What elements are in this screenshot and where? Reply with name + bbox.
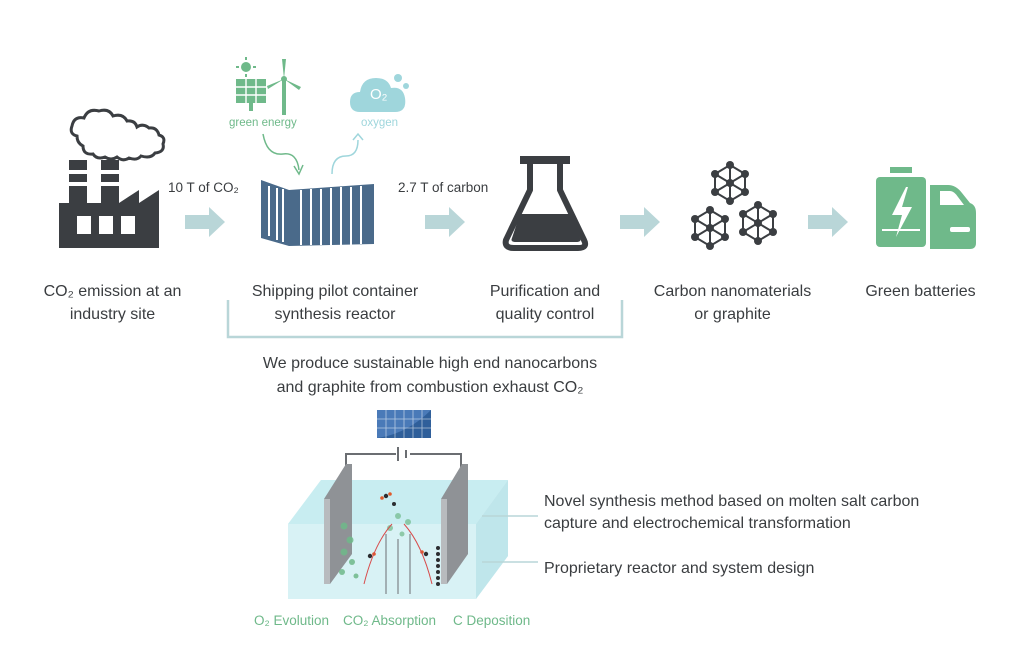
feature-reactor-design: Proprietary reactor and system design [544, 560, 815, 577]
energy-connector [262, 133, 304, 176]
wind-turbine-icon [267, 59, 301, 115]
electrochemical-cell [288, 447, 508, 599]
stage-label-emission: CO₂ emission at an industry site [43, 283, 182, 323]
oxygen-symbol: O₂ [370, 86, 388, 103]
oxygen-caption: oxygen [361, 117, 399, 129]
stage-label-nanomaterials: Carbon nanomaterials or graphite [653, 283, 812, 323]
battery-car-icon [872, 167, 976, 251]
shipping-container-icon [261, 180, 374, 246]
oxygen-cloud-icon [350, 74, 409, 112]
factory-icon [59, 108, 166, 248]
carbon-output-label: 2.7 T of carbon [398, 180, 489, 195]
solar-cell-icon [377, 410, 431, 438]
process-bracket [226, 300, 624, 339]
flow-arrow-4 [808, 207, 848, 237]
solar-panel-icon [236, 57, 266, 111]
stage-label-reactor: Shipping pilot container synthesis react… [251, 283, 419, 323]
oxygen-connector [331, 132, 364, 175]
flow-arrow-1 [185, 207, 225, 237]
co2-input-label: 10 T of CO₂ [168, 180, 239, 195]
stage-label-batteries: Green batteries [865, 283, 976, 300]
stage-label-purification: Purification and quality control [489, 283, 601, 323]
cell-label-c-deposition: C Deposition [453, 613, 531, 628]
feature-callout-lines [482, 515, 538, 563]
cell-label-co2-absorption: CO₂ Absorption [343, 613, 437, 628]
green-energy-caption: green energy [229, 117, 297, 129]
flask-icon [502, 156, 589, 251]
flow-arrow-2 [425, 207, 465, 237]
cell-label-o2-evolution: O₂ Evolution [254, 613, 330, 628]
flow-arrow-3 [620, 207, 660, 237]
summary-text: We produce sustainable high end nanocarb… [262, 355, 598, 396]
molecule-icon [691, 161, 777, 250]
feature-synthesis-method: Novel synthesis method based on molten s… [544, 493, 920, 532]
